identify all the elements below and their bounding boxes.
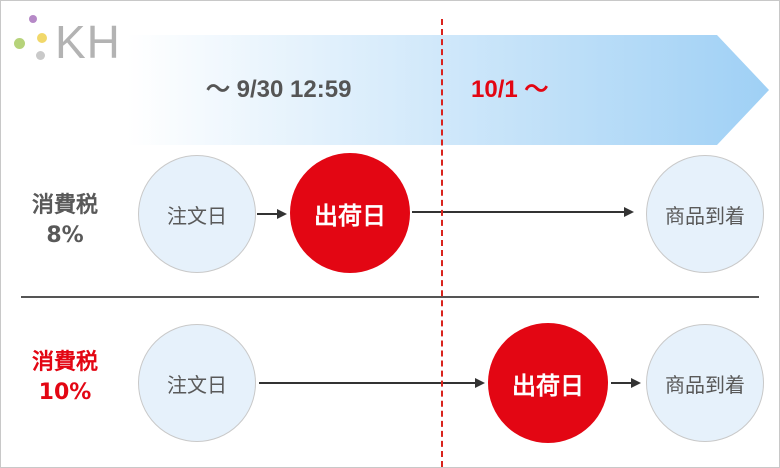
tax-8-label-name: 消費税 (31, 193, 98, 218)
tax-10-label-name: 消費税 (31, 350, 98, 375)
period-after-label: 10/1 〜 (471, 76, 549, 103)
logo: KH (11, 11, 131, 71)
tax-8-arrival-text: 商品到着 (665, 203, 745, 228)
tax-10-order-date-text: 注文日 (167, 372, 227, 397)
tax-10-order-date: 注文日 (138, 324, 256, 442)
timeline-banner-arrow (127, 35, 769, 145)
tax-8-order-date-text: 注文日 (167, 203, 227, 228)
tax-8-ship-date: 出荷日 (290, 153, 410, 273)
logo-dot-purple (29, 15, 37, 23)
cutoff-dashed-line (441, 19, 443, 467)
tax-10-ship-date: 出荷日 (488, 323, 608, 443)
logo-dot-green (14, 38, 25, 49)
tax-10-ship-date-text: 出荷日 (512, 371, 584, 400)
tax-10-label: 消費税 10% (15, 348, 115, 408)
logo-dot-gray (36, 51, 45, 60)
period-before-label: 〜 9/30 12:59 (206, 76, 352, 103)
tax-8-label: 消費税 8% (15, 191, 115, 251)
tax-10-label-rate: 10% (38, 380, 92, 405)
tax-10-arrival: 商品到着 (646, 324, 764, 442)
tax-8-ship-date-text: 出荷日 (314, 201, 386, 230)
tax-10-arrival-text: 商品到着 (665, 372, 745, 397)
logo-text: KH (55, 16, 121, 68)
tax-8-label-rate: 8% (46, 223, 84, 248)
row-separator (21, 296, 759, 298)
tax-8-arrival: 商品到着 (646, 155, 764, 273)
logo-dot-yellow (37, 33, 47, 43)
tax-8-order-date: 注文日 (138, 155, 256, 273)
